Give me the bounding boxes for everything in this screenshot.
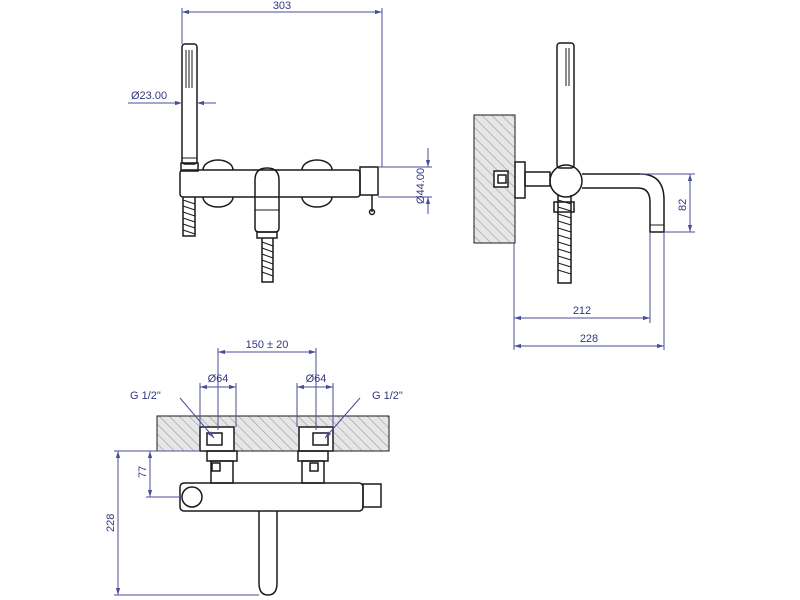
left-connection-label: G 1/2" xyxy=(130,390,161,402)
dim-228-side-label: 228 xyxy=(580,333,598,345)
dim-82-label: 82 xyxy=(677,199,689,211)
plan-view: 150 ± 20 Ø64 Ø64 G 1/2" G 1/2" 77 228 xyxy=(105,339,403,596)
dim-228-plan-label: 228 xyxy=(105,514,117,532)
left-knob xyxy=(202,159,234,171)
side-view: 82 212 228 xyxy=(473,42,695,350)
plan-wall xyxy=(156,415,390,452)
dim-77-label: 77 xyxy=(137,466,149,478)
side-spout xyxy=(582,173,665,233)
side-body xyxy=(549,164,583,198)
dim-left-escutcheon: Ø64 xyxy=(208,373,229,385)
dim-right-escutcheon: Ø64 xyxy=(306,373,327,385)
plan-spout xyxy=(258,511,278,596)
right-knob xyxy=(301,159,333,171)
dim-handshower-diameter: Ø23.00 xyxy=(131,90,167,102)
handshower-hose xyxy=(182,197,196,237)
dim-centers-label: 150 ± 20 xyxy=(246,339,289,351)
plan-body xyxy=(179,482,364,512)
dim-body-diameter: Ø44.00 xyxy=(415,168,427,204)
front-lever xyxy=(254,167,280,233)
right-connection-label: G 1/2" xyxy=(372,390,403,402)
dim-303-label: 303 xyxy=(273,0,291,12)
side-handshower xyxy=(556,42,575,169)
front-view: 303 Ø23.00 Ø44.00 xyxy=(128,0,432,283)
dim-212-label: 212 xyxy=(573,305,591,317)
mixer-body xyxy=(179,169,361,198)
